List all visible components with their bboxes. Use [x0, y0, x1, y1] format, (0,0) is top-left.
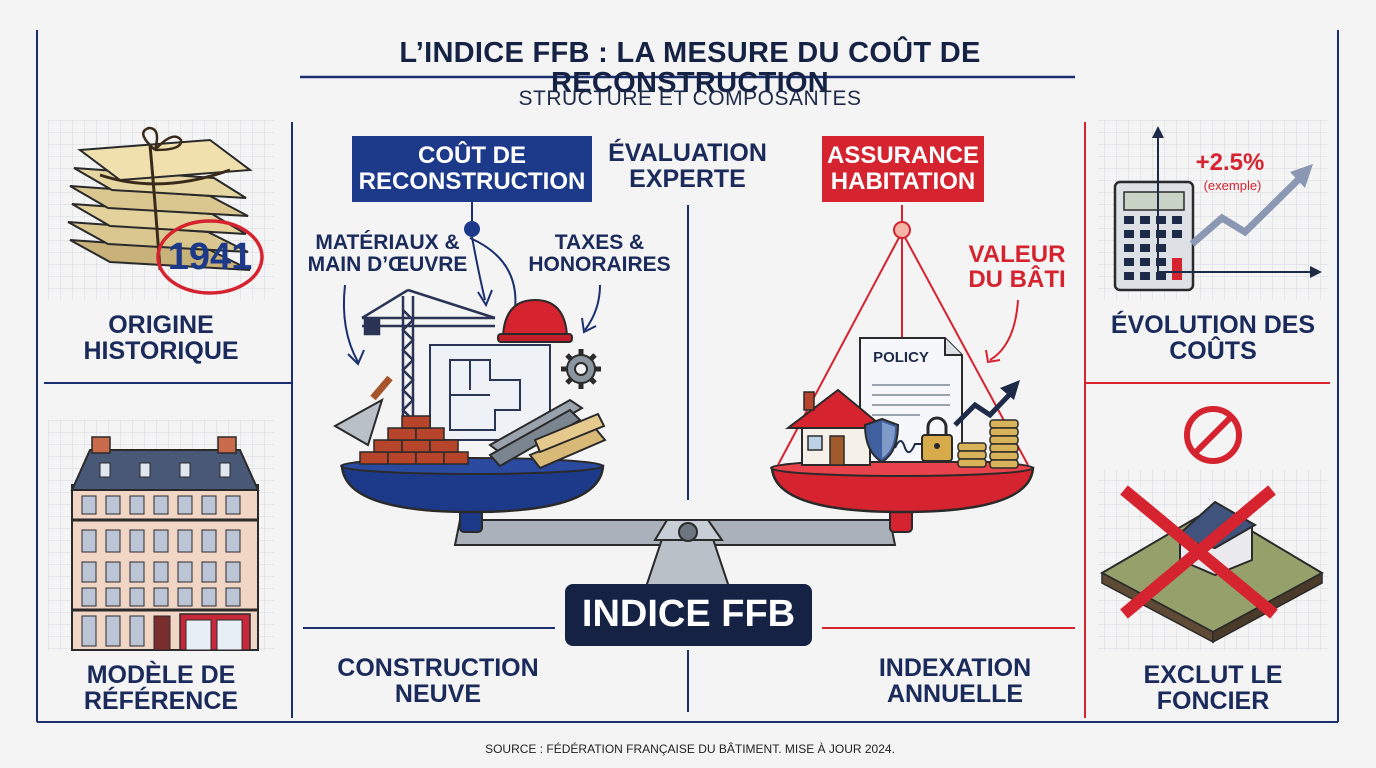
page-title: L’INDICE FFB : LA MESURE DU COÛT DE RECO…: [399, 37, 981, 100]
trowel-icon: [332, 375, 393, 447]
model-label: MODÈLE DE RÉFÉRENCE: [83, 661, 239, 716]
page-subtitle: STRUCTURE ET COMPOSANTES: [518, 87, 862, 110]
bricks-icon: [359, 415, 469, 465]
cost-box: COÛT DE RECONSTRUCTION: [352, 136, 592, 202]
evolution-label: ÉVOLUTION DES COÛTS: [1110, 311, 1316, 366]
label-arrows: [342, 284, 1019, 366]
source-note: SOURCE : FÉDÉRATION FRANÇAISE DU BÂTIMEN…: [485, 742, 895, 756]
building-windows: [81, 495, 241, 651]
change-value: +2.5%: [1195, 149, 1265, 176]
exclusion-label: EXCLUT LE FONCIER: [1143, 661, 1283, 716]
growth-arrow-icon: [953, 380, 1020, 427]
expert-label: ÉVALUATION EXPERTE: [608, 139, 767, 194]
house-icon: [785, 388, 887, 466]
annual-indexation-label: INDEXATION ANNUELLE: [878, 654, 1032, 709]
left-pan: [340, 457, 605, 514]
index-label: INDICE FFB: [565, 584, 812, 646]
taxes-label: TAXES & HONORAIRES: [528, 231, 671, 277]
dividers: [44, 122, 1330, 718]
padlock-icon: [921, 416, 953, 462]
insurance-box: ASSURANCE HABITATION: [822, 136, 984, 202]
balance-scale: [453, 505, 913, 591]
trend-chart-icon: [1152, 126, 1322, 278]
building-value-label: VALEUR DU BÂTI: [968, 241, 1066, 294]
change-note: (exemple): [1203, 178, 1262, 193]
year-circle: [156, 219, 264, 295]
calculator-icon: [1113, 180, 1195, 292]
archive-bundle-icon: [67, 126, 253, 271]
policy-label: POLICY: [873, 349, 929, 366]
materials-label: MATÉRIAUX & MAIN D’ŒUVRE: [307, 231, 468, 277]
steel-beam-icon: [488, 398, 584, 468]
land-parcel-icon: [1099, 485, 1325, 644]
frame: [36, 30, 1339, 723]
lumber-icon: [528, 412, 607, 470]
gear-icon: [561, 349, 601, 389]
coins-icon: [957, 419, 1019, 469]
new-construction-label: CONSTRUCTION NEUVE: [337, 654, 539, 709]
hard-hat-icon: [497, 298, 573, 343]
shield-icon: [863, 417, 900, 464]
origin-label: ORIGINE HISTORIQUE: [83, 311, 239, 366]
origin-year: 1941: [167, 236, 253, 278]
prohibited-icon: [1184, 406, 1242, 464]
